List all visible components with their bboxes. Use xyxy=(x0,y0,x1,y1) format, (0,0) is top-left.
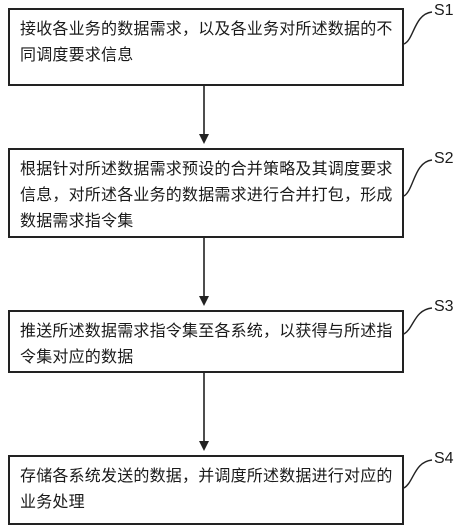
step-label-s1: S1 xyxy=(434,2,454,19)
step-label-s3: S3 xyxy=(434,298,454,315)
leader-s1 xyxy=(403,11,433,45)
step-text-s4: 存储各系统发送的数据，并调度所述数据进行对应的业务处理 xyxy=(20,466,393,511)
step-text-s1: 接收各业务的数据需求，以及各业务对所述数据的不同调度要求信息 xyxy=(20,19,393,64)
step-box-s2: 根据针对所述数据需求预设的合并策略及其调度要求信息，对所述各业务的数据需求进行合… xyxy=(8,148,404,238)
step-label-s4: S4 xyxy=(434,450,454,467)
step-label-s2: S2 xyxy=(434,150,454,167)
leader-s4 xyxy=(403,459,433,489)
step-box-s3: 推送所述数据需求指令集至各系统，以获得与所述指令集对应的数据 xyxy=(8,310,404,373)
leader-s3 xyxy=(403,307,433,335)
step-box-s4: 存储各系统发送的数据，并调度所述数据进行对应的业务处理 xyxy=(8,455,404,525)
step-text-s2: 根据针对所述数据需求预设的合并策略及其调度要求信息，对所述各业务的数据需求进行合… xyxy=(20,159,393,230)
step-text-s3: 推送所述数据需求指令集至各系统，以获得与所述指令集对应的数据 xyxy=(20,321,393,366)
leader-s2 xyxy=(403,159,433,197)
step-box-s1: 接收各业务的数据需求，以及各业务对所述数据的不同调度要求信息 xyxy=(8,8,404,86)
